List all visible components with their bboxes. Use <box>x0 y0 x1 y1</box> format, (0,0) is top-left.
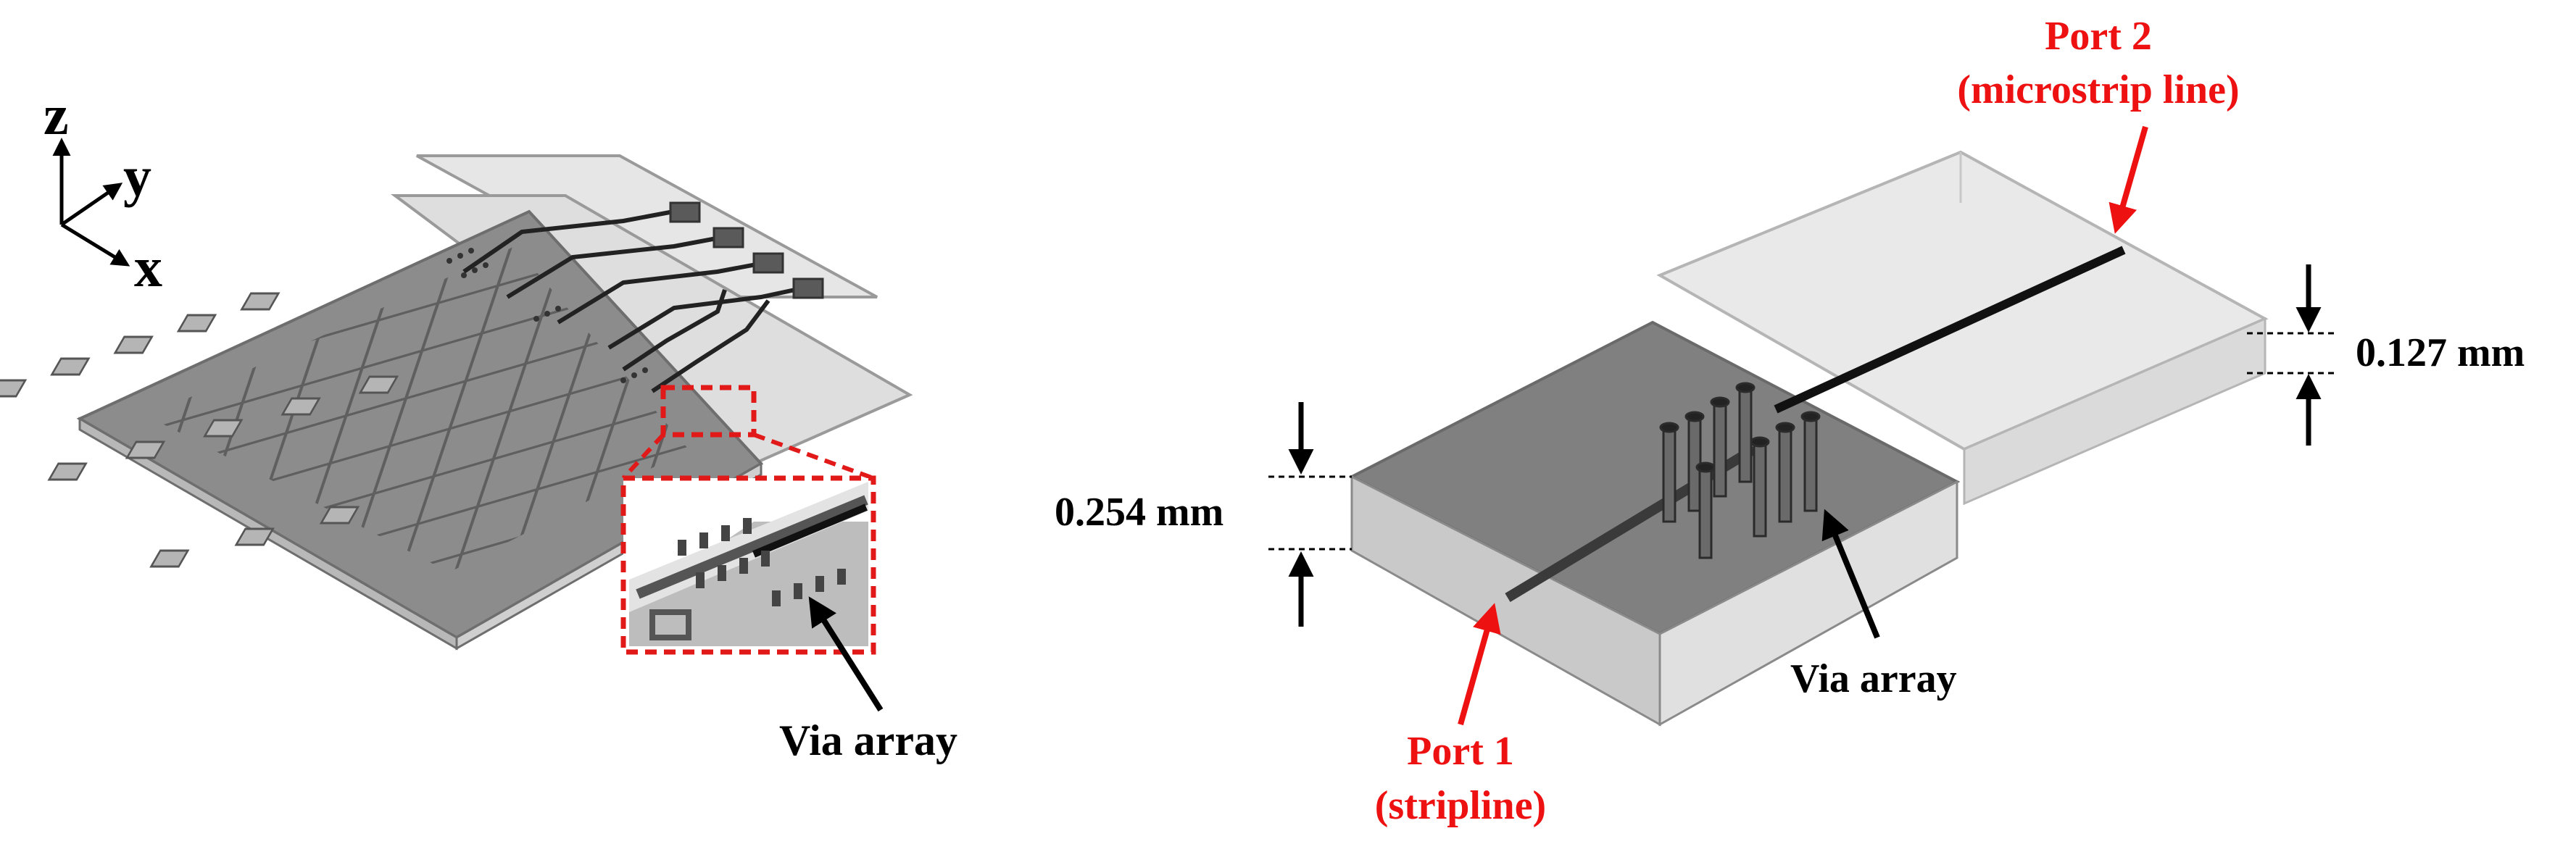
board-via-dots <box>446 248 648 383</box>
stripline-trace <box>1505 445 1757 602</box>
port2-label-line1: Port 2 <box>2045 14 2152 59</box>
inset-vias <box>678 518 846 606</box>
port1-label-line1: Port 1 <box>1407 729 1514 774</box>
via-array-label-right: Via array <box>1790 656 1957 701</box>
axis-x-label: x <box>134 235 162 298</box>
port2-label-line2: (microstrip line) <box>1957 67 2239 112</box>
port1-label-line2: (stripline) <box>1375 783 1546 828</box>
microstrip-line <box>1774 246 2126 414</box>
via-arrow-left <box>808 596 884 712</box>
via-arrow-right <box>1821 509 1880 639</box>
patch-elements <box>0 292 399 568</box>
port1-arrow <box>1458 603 1501 726</box>
transition-structure <box>1348 150 2269 727</box>
dimension-top-label: 0.127 mm <box>2356 330 2525 375</box>
pcb-board-left <box>0 154 913 651</box>
highlight-box-small <box>660 385 757 438</box>
port2-arrow <box>2108 125 2148 234</box>
via-cylinders <box>1659 382 1821 559</box>
feed-network-grid <box>149 246 689 572</box>
stripline-substrate-side <box>1658 480 1958 727</box>
axis-z-label: z <box>43 83 69 146</box>
connector-pads <box>669 201 824 299</box>
zoom-inset <box>620 475 876 655</box>
dimension-bottom: 0.254 mm <box>1055 402 1352 627</box>
axis-triad: z y x <box>43 83 162 298</box>
via-array-label-left: Via array <box>779 716 957 764</box>
axis-y-label: y <box>123 145 151 208</box>
feed-traces <box>462 208 813 393</box>
dimension-top: 0.127 mm <box>2247 264 2525 446</box>
dimension-bottom-label: 0.254 mm <box>1055 490 1223 535</box>
